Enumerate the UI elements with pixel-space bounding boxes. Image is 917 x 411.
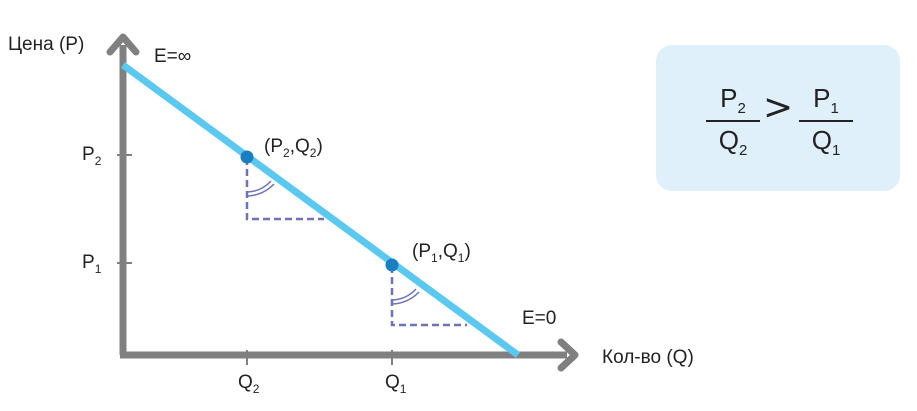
fraction-right-denominator: Q1 [811,124,841,159]
angle-arc-lower-inner [391,288,417,301]
tick-label-q2: Q2 [238,372,260,396]
fraction-left-denominator: Q2 [718,124,748,159]
y-axis-label: Цена (P) [8,34,85,55]
fraction-left-numerator: P2 [720,83,746,117]
angle-arc-upper-inner [246,180,272,193]
formula-box: P2 Q2 > P1 Q1 [656,45,900,191]
point-upper [240,150,254,164]
demand-line [120,62,521,358]
fraction-right-bar [799,120,853,122]
tick-label-p2: P2 [82,144,102,168]
x-axis-label: Кол-во (Q) [602,347,694,368]
point-upper-label: (P2,Q2) [264,136,323,160]
point-lower [385,258,399,272]
greater-than-sign: > [763,87,794,128]
elasticity-zero-label: E=0 [522,308,557,329]
tick-label-q1: Q1 [385,372,407,396]
slope-triangle-lower [390,266,467,327]
fraction-left-bar [706,120,760,122]
elasticity-infinite-label: E=∞ [154,46,192,67]
x-axis-arrow-icon [557,338,579,372]
y-axis-arrow-icon [106,33,140,56]
fraction-left: P2 Q2 [706,83,760,160]
tick-label-p1: P1 [82,252,102,276]
fraction-right: P1 Q1 [799,83,853,160]
angle-arc-lower-outer [391,291,420,305]
slope-triangle-upper [245,158,324,221]
angle-arc-upper-outer [246,183,275,197]
fraction-right-numerator: P1 [813,83,839,117]
point-lower-label: (P1,Q1) [412,241,471,265]
